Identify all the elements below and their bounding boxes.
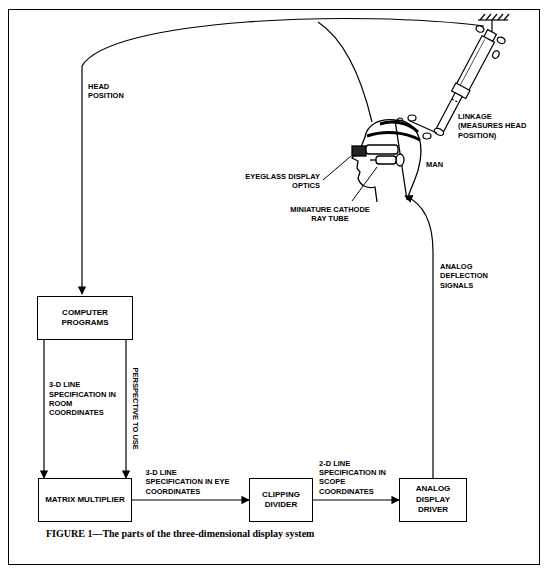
man-head [352,120,421,202]
signal-arrow [313,499,399,500]
edge-label: PERSPECTIVE TO USE [131,368,140,450]
annotation-label: LINKAGE (MEASURES HEAD POSITION) [458,112,536,140]
display-cable [318,22,372,122]
edge-label: 3-D LINE SPECIFICATION IN EYE COORDINATE… [146,468,236,496]
eyeglass-optics [352,146,366,156]
leader-line [352,167,377,201]
box-label: ANALOG DISPLAY DRIVER [403,484,463,515]
leader-line [323,156,351,180]
process-box: CLIPPING DIVIDER [249,478,313,522]
process-box: COMPUTER PROGRAMS [37,296,133,340]
box-label: CLIPPING DIVIDER [253,490,309,511]
frame [9,10,540,565]
annotation-label: MINIATURE CATHODE RAY TUBE [285,205,375,224]
signal-arrow [125,340,126,478]
figure-caption: FIGURE 1—The parts of the three-dimensio… [46,528,314,540]
annotation-label: HEAD POSITION [88,82,132,101]
head-position-wire [82,19,484,294]
annotation-label: ANALOG DEFLECTION SIGNALS [440,262,504,290]
signal-arrow [132,499,249,500]
cathode-ray-tube [366,145,398,154]
process-box: ANALOG DISPLAY DRIVER [399,478,467,522]
signal-arrow [43,340,44,478]
edge-label: 3-D LINE SPECIFICATION IN ROOM COORDINAT… [49,380,121,418]
annotation-label: EYEGLASS DISPLAY OPTICS [228,172,320,191]
edge-label: 2-D LINE SPECIFICATION IN SCOPE COORDINA… [319,459,393,497]
process-box: MATRIX MULTIPLIER [38,478,132,522]
deflection-wire [405,196,433,478]
annotation-label: MAN [426,160,456,169]
box-label: COMPUTER PROGRAMS [41,308,129,329]
box-label: MATRIX MULTIPLIER [45,495,125,505]
